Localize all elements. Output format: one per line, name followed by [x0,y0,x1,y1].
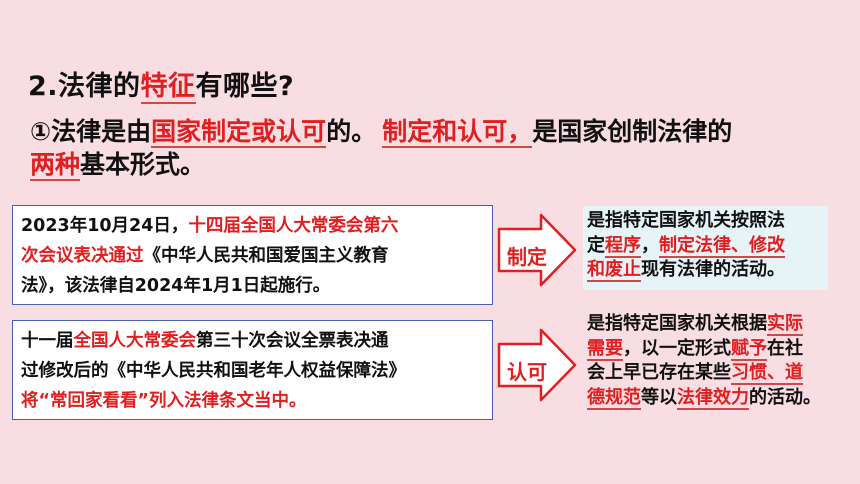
right-arrow-icon [497,328,577,402]
case-box-recognize: 十一届全国人大常委会第三十次会议全票表决通 过修改后的《中华人民共和国老年人权益… [12,320,493,420]
right-arrow-icon [497,213,577,287]
definition-recognize: 是指特定国家机关根据实际 需要，以一定形式赋予在社 会上早已存在某些习惯、道 德… [587,312,849,410]
text: 是指特定国家机关根据 [587,313,767,334]
text: 等以 [641,386,677,408]
text: 的。 [326,117,377,146]
highlight-text: 两种 [30,150,81,181]
highlight-text: 程序 [605,234,641,258]
point1-line1: ①法律是由国家制定或认可的。制定和认可，是国家创制法律的 [30,112,732,148]
highlight-text: 制定法律、修改 [659,234,785,258]
section-heading: 2.法律的特征有哪些? [28,64,295,104]
text: ①法律是由 [30,117,152,146]
highlight-text: 次会议表决通过 [21,246,144,266]
text: 2023年10月24日， [21,216,189,236]
highlight-text: 和废止 [587,259,641,282]
text: 是指特定国家机关按照法 [587,210,785,231]
text: 是国家创制法律的 [532,117,733,146]
text: 《中华人民共和国爱国主义教育 [143,246,389,266]
text: 现有法律的活动。 [641,259,785,280]
highlight-text: 德规范 [587,386,641,410]
text: 第三十次会议全票表决通 [196,331,389,351]
text: 会上早已存在某些 [587,362,731,383]
heading-suffix: 有哪些? [195,71,295,102]
enact-label: 制定 [507,245,547,269]
text: 过修改后的《中华人民共和国老年人权益保障法》 [21,361,406,381]
text: 的活动。 [749,386,821,408]
highlight-text: 十四届全国人大常委会第六 [188,216,399,236]
text: ， [641,234,659,256]
text: 在社 [767,337,803,359]
highlight-text: 需要 [587,337,623,361]
definition-enact: 是指特定国家机关按照法 定程序，制定法律、修改 和废止现有法律的活动。 [583,206,828,290]
highlight-text: 国家制定或认可 [151,117,327,148]
case-box-enact: 2023年10月24日，十四届全国人大常委会第六 次会议表决通过《中华人民共和国… [12,205,493,305]
heading-highlight: 特征 [140,71,196,104]
text: 法》，该法律自2024年1月1日起施行。 [21,276,331,296]
highlight-text: 习惯、道 [731,362,803,385]
text: 定 [587,234,605,256]
text: ，以一定形式 [623,337,731,359]
point1-line2: 两种基本形式。 [30,145,205,181]
highlight-text: 全国人大常委会 [73,331,197,351]
highlight-text: 法律效力 [677,386,749,410]
text: 十一届 [21,331,74,351]
highlight-text: 将“常回家看看”列入法律条文当中。 [21,391,307,411]
recognize-label: 认可 [507,360,547,384]
text: 基本形式。 [80,150,206,179]
heading-prefix: 2.法律的 [28,71,141,102]
highlight-text: 实际 [767,313,803,336]
highlight-text: 制定和认可， [382,117,533,148]
highlight-text: 赋予 [731,337,767,361]
